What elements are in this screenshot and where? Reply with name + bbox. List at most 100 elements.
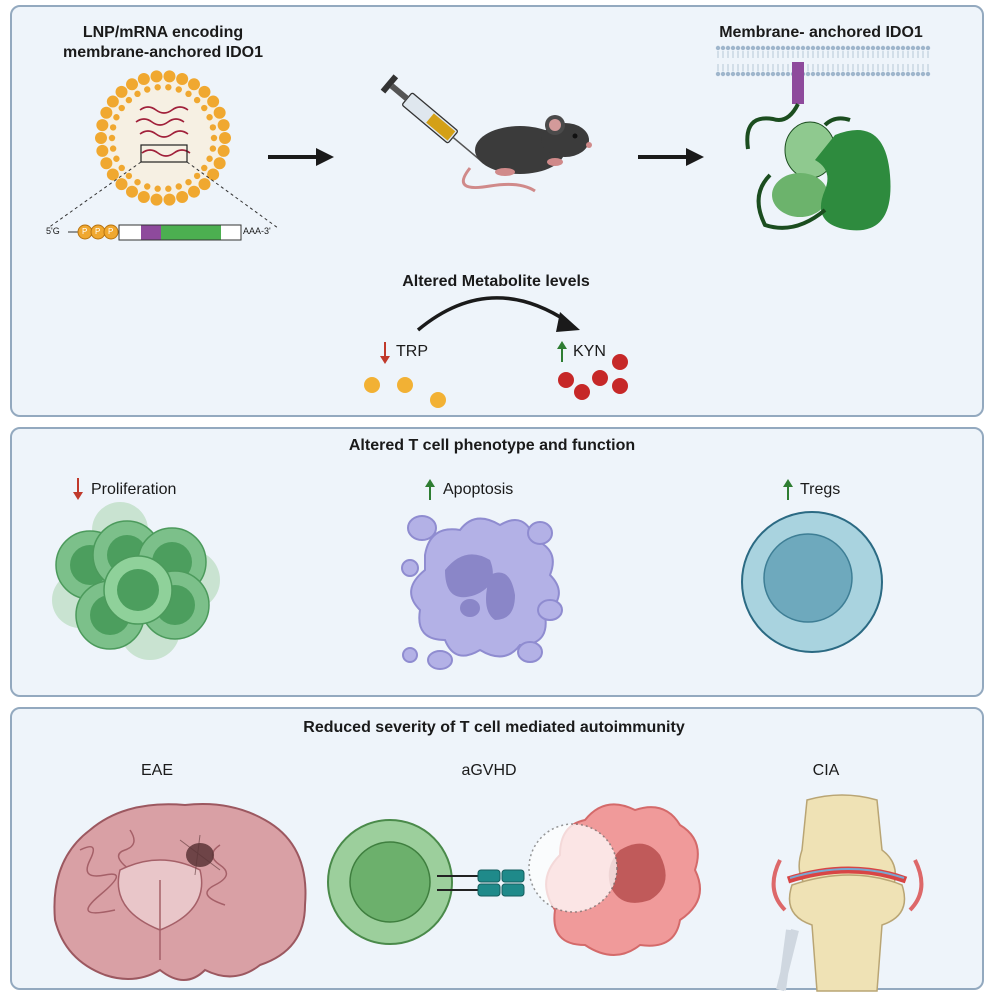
lipid-dot bbox=[109, 124, 117, 131]
membrane-lipid bbox=[780, 45, 786, 51]
lipid-dot bbox=[126, 185, 138, 198]
membrane-lipid bbox=[900, 45, 906, 51]
lipid-dot bbox=[219, 132, 231, 144]
membrane-lipid bbox=[755, 71, 761, 77]
eae-label: EAE bbox=[140, 762, 174, 779]
membrane-lipid bbox=[810, 71, 816, 77]
lipid-dot bbox=[115, 85, 128, 98]
cap-p-label: P bbox=[95, 227, 101, 236]
panel3-title: Reduced severity of T cell mediated auto… bbox=[303, 719, 685, 736]
target-cell-icon bbox=[528, 803, 701, 956]
lipid-dot bbox=[198, 178, 211, 191]
apoptosis-label: Apoptosis bbox=[443, 481, 514, 498]
membrane-lipid bbox=[740, 71, 746, 77]
lipid-dot bbox=[188, 185, 200, 198]
membrane-lipid bbox=[855, 45, 861, 51]
membrane-lipid bbox=[785, 45, 791, 51]
lipid-dot bbox=[113, 155, 120, 162]
lipid-dot bbox=[185, 178, 192, 186]
membrane-lipid bbox=[795, 45, 801, 51]
membrane-lipid bbox=[775, 45, 781, 51]
lipid-dot bbox=[144, 86, 151, 93]
membrane-lipid bbox=[915, 71, 921, 77]
membrane-lipid bbox=[855, 71, 861, 77]
lipid-dot bbox=[96, 119, 109, 132]
lipid-dot bbox=[118, 104, 125, 112]
arrow-right-icon bbox=[268, 148, 334, 166]
trp-label: TRP bbox=[396, 343, 428, 360]
membrane-lipid bbox=[750, 71, 756, 77]
lipid-dot bbox=[213, 106, 226, 119]
proliferating-cells-icon bbox=[52, 502, 220, 660]
lipid-dot bbox=[217, 144, 230, 157]
membrane-lipid bbox=[725, 45, 731, 51]
lipid-dot bbox=[163, 70, 176, 83]
membrane-lipid bbox=[820, 45, 826, 51]
membrane-lipid bbox=[760, 45, 766, 51]
membrane-ido1-title: Membrane- anchored IDO1 bbox=[719, 24, 923, 41]
membrane-lipid bbox=[840, 45, 846, 51]
lipid-dot bbox=[206, 114, 213, 121]
lnp-particle-icon bbox=[95, 70, 231, 206]
arrow-right-icon bbox=[638, 148, 704, 166]
lipid-dot bbox=[217, 119, 230, 132]
mrna-construct-icon bbox=[68, 224, 242, 241]
lipid-dot bbox=[188, 78, 200, 91]
lipid-dot bbox=[154, 185, 161, 192]
lipid-dot bbox=[137, 190, 150, 203]
lipid-dot bbox=[150, 193, 163, 206]
membrane-lipid bbox=[870, 71, 876, 77]
up-arrow-icon bbox=[557, 341, 567, 362]
membrane-lipid bbox=[780, 71, 786, 77]
metabolite-title: Altered Metabolite levels bbox=[402, 273, 590, 290]
membrane-lipid bbox=[800, 45, 806, 51]
lipid-dot bbox=[126, 78, 138, 91]
lipid-dot bbox=[134, 178, 141, 186]
lipid-dot bbox=[137, 73, 150, 86]
tregs-label: Tregs bbox=[800, 481, 841, 498]
lipid-dot bbox=[106, 95, 119, 108]
brain-icon bbox=[53, 803, 307, 981]
membrane-lipid bbox=[730, 45, 736, 51]
membrane-lipid bbox=[835, 71, 841, 77]
membrane-lipid bbox=[815, 45, 821, 51]
receptor-complex-icon bbox=[437, 869, 525, 897]
syringe-icon bbox=[380, 74, 485, 164]
membrane-lipid bbox=[825, 71, 831, 77]
membrane-lipid bbox=[870, 45, 876, 51]
lnp-title-line1: LNP/mRNA encoding bbox=[82, 24, 244, 41]
agvhd-label: aGVHD bbox=[461, 762, 517, 779]
membrane-lipid bbox=[920, 45, 926, 51]
lipid-dot bbox=[165, 84, 172, 91]
membrane-lipid bbox=[790, 45, 796, 51]
lipid-dot bbox=[207, 168, 220, 181]
lipid-dot bbox=[201, 104, 208, 112]
lipid-dot bbox=[198, 85, 211, 98]
lipid-dot bbox=[176, 190, 189, 203]
membrane-lipid bbox=[720, 71, 726, 77]
lipid-dot bbox=[185, 90, 192, 98]
membrane-lipid bbox=[885, 71, 891, 77]
membrane-lipid bbox=[750, 45, 756, 51]
lipid-dot bbox=[106, 168, 119, 181]
lipid-dot bbox=[150, 70, 163, 83]
lipid-dot bbox=[134, 90, 141, 98]
membrane-lipid bbox=[830, 71, 836, 77]
lipid-dot bbox=[144, 183, 151, 190]
membrane-lipid bbox=[895, 45, 901, 51]
cap-p-label: P bbox=[108, 227, 114, 236]
membrane-lipid bbox=[875, 45, 881, 51]
lipid-dot bbox=[109, 145, 117, 152]
lipid-dot bbox=[207, 95, 220, 108]
membrane-lipid bbox=[725, 71, 731, 77]
ido1-protein-icon bbox=[745, 62, 891, 231]
membrane-lipid bbox=[845, 45, 851, 51]
membrane-lipid bbox=[730, 71, 736, 77]
membrane-lipid bbox=[875, 71, 881, 77]
membrane-lipid bbox=[840, 71, 846, 77]
lipid-dot bbox=[154, 84, 161, 91]
membrane-lipid bbox=[775, 71, 781, 77]
lipid-dot bbox=[118, 164, 125, 172]
lipid-bilayer bbox=[95, 70, 231, 206]
